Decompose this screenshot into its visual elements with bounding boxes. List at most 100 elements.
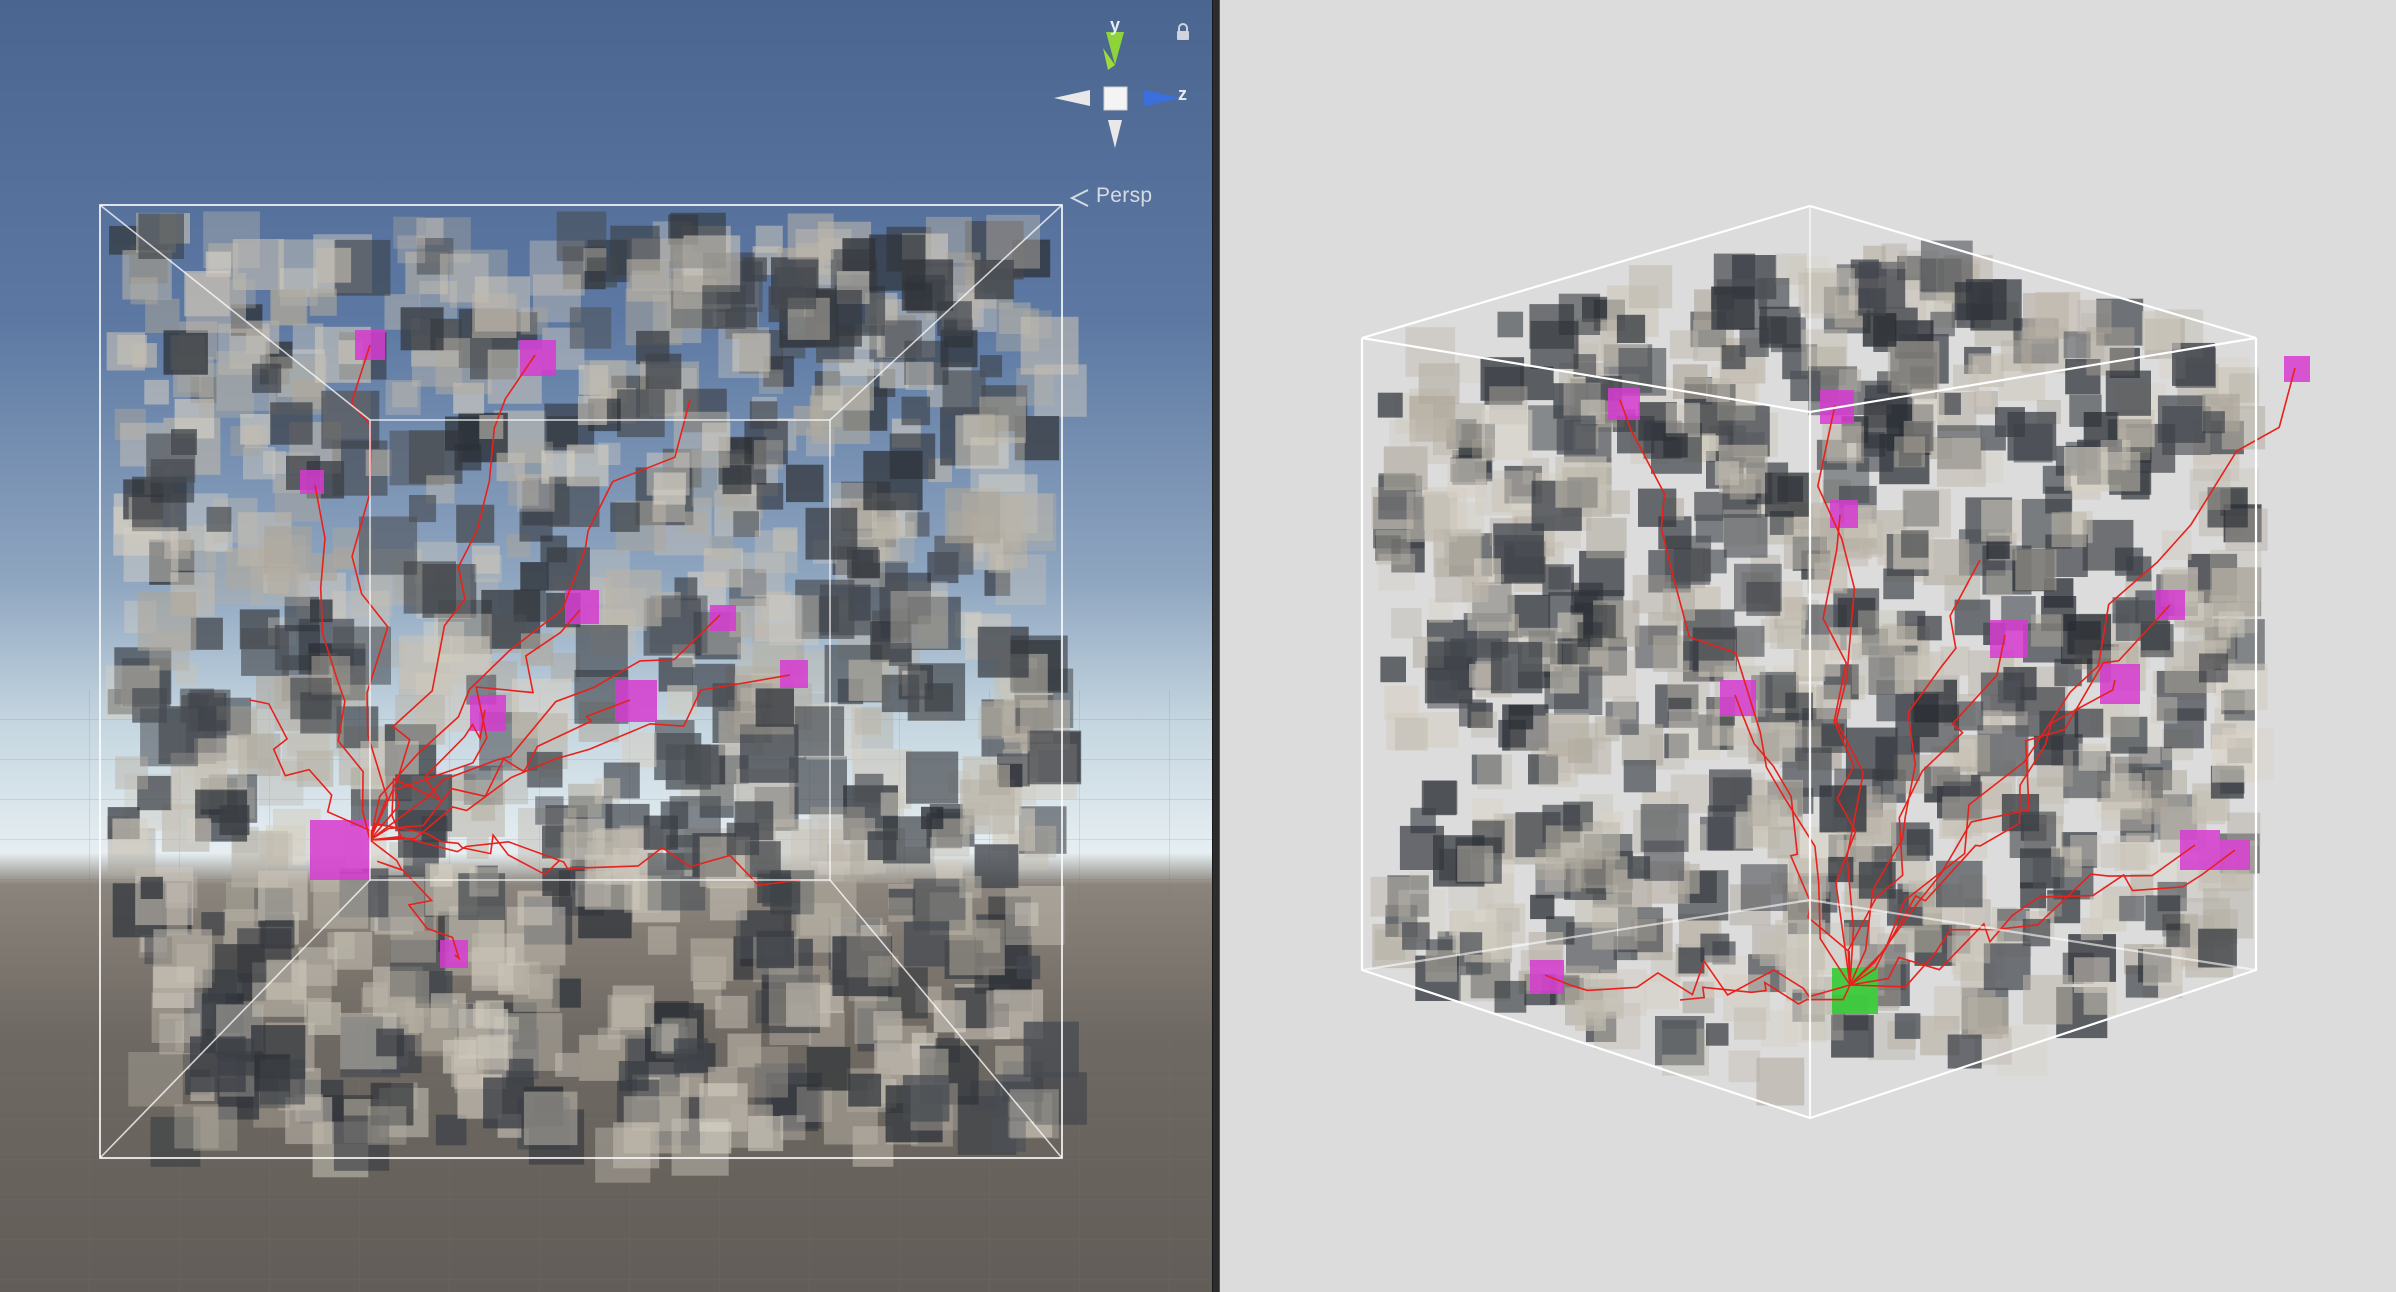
voxel-cube: [1930, 311, 1955, 337]
voxel-cube: [1418, 363, 1460, 404]
voxel-cube: [733, 511, 759, 537]
voxel-cube: [1981, 499, 2023, 542]
voxel-cube: [2189, 469, 2231, 510]
chevron-left-icon[interactable]: [1068, 186, 1092, 210]
voxel-cube: [888, 643, 912, 666]
voxel-cube: [2162, 530, 2192, 561]
voxel-cube: [1395, 717, 1428, 751]
lock-icon[interactable]: [1174, 22, 1192, 42]
voxel-cube: [907, 596, 961, 650]
voxel-cube: [2030, 614, 2064, 647]
voxel-cube: [1005, 493, 1053, 541]
voxel-cube: [727, 1033, 762, 1068]
voxel-cube: [313, 873, 369, 929]
highlight-cube: [520, 340, 556, 376]
voxel-cube: [1575, 848, 1616, 889]
center-cube[interactable]: [1103, 86, 1128, 111]
voxel-cube: [508, 1058, 534, 1084]
voxel-cube: [1493, 523, 1544, 575]
voxel-cube: [1787, 256, 1829, 298]
voxel-cube: [868, 955, 899, 987]
voxel-cube: [190, 1036, 246, 1093]
voxel-cube: [786, 464, 824, 503]
voxel-cube: [566, 444, 609, 487]
z-axis-cone[interactable]: [1144, 90, 1180, 106]
voxel-cube: [2063, 331, 2091, 359]
voxel-cube: [1383, 446, 1428, 491]
voxel-cube: [700, 1122, 732, 1154]
voxel-cube: [123, 527, 179, 582]
scene-viewport[interactable]: [0, 0, 1212, 1292]
voxel-cube: [595, 1127, 651, 1183]
voxel-cube: [1816, 684, 1851, 720]
voxel-cube: [754, 530, 798, 573]
voxel-cube: [773, 527, 798, 552]
voxel-cube: [1700, 933, 1730, 963]
voxel-cube: [940, 330, 978, 368]
view-splitter[interactable]: [1212, 0, 1220, 1292]
voxel-cube: [363, 982, 388, 1008]
voxel-cube: [1756, 1057, 1805, 1106]
scene-view-panel[interactable]: y z Persp: [0, 0, 1212, 1292]
projection-label[interactable]: Persp: [1096, 184, 1153, 207]
voxel-cube: [1457, 845, 1494, 882]
voxel-cube: [137, 592, 197, 651]
voxel-cube: [1759, 316, 1787, 344]
voxel-cube: [786, 982, 831, 1028]
neg-y-axis-cone[interactable]: [1108, 120, 1122, 148]
voxel-cube: [1711, 286, 1755, 330]
voxel-cube: [667, 685, 698, 716]
voxel-cube: [622, 732, 657, 768]
voxel-cube: [1592, 904, 1638, 950]
voxel-cube: [847, 547, 879, 579]
voxel-cube: [1951, 950, 1976, 975]
path-line: [1849, 367, 2296, 986]
voxel-cube: [2114, 835, 2150, 872]
voxel-cube: [523, 1091, 578, 1146]
voxel-cube: [1858, 861, 1896, 899]
voxel-cube: [1790, 370, 1821, 401]
voxel-cube: [942, 370, 986, 414]
voxel-cube: [205, 251, 232, 277]
voxel-cube: [1375, 535, 1401, 561]
voxel-cube: [563, 818, 605, 860]
game-view-panel[interactable]: [1220, 0, 2396, 1292]
voxel-cube: [880, 792, 904, 816]
voxel-cube: [145, 298, 180, 333]
voxel-cube: [791, 829, 844, 882]
voxel-cube: [995, 554, 1047, 605]
voxel-cube: [456, 504, 495, 543]
voxel-cube: [756, 930, 794, 969]
voxel-cube: [881, 674, 920, 713]
path-line: [369, 674, 791, 841]
voxel-cube: [979, 396, 1026, 444]
voxel-cube: [535, 796, 564, 825]
voxel-cube: [1380, 656, 1406, 683]
axis-gizmo-icon[interactable]: y z: [1040, 10, 1190, 170]
voxel-cube: [2141, 311, 2181, 350]
neg-x-axis-cone[interactable]: [1054, 90, 1090, 106]
voxel-cube: [1954, 599, 1991, 636]
y-axis-cone[interactable]: [1106, 32, 1124, 65]
voxel-cube: [794, 706, 845, 756]
voxel-cube: [2221, 663, 2268, 711]
voxel-cube: [977, 626, 1029, 678]
voxel-cube: [789, 756, 847, 815]
voxel-cube: [703, 548, 743, 588]
voxel-cube: [1638, 488, 1677, 527]
voxel-cube: [809, 395, 842, 428]
path-line: [369, 399, 691, 841]
path-line: [369, 839, 461, 961]
voxel-cube: [2100, 440, 2131, 470]
voxel-cube: [137, 775, 172, 811]
voxel-cube: [2069, 394, 2102, 427]
voxel-cube: [2103, 700, 2140, 737]
voxel-cube: [902, 1075, 950, 1122]
voxel-cube: [854, 708, 881, 735]
voxel-cube: [748, 1116, 784, 1152]
voxel-cube: [138, 213, 184, 259]
path-line: [1816, 404, 1865, 986]
voxel-cube: [2150, 697, 2178, 724]
voxel-cube: [1765, 472, 1810, 517]
path-line: [350, 344, 389, 841]
